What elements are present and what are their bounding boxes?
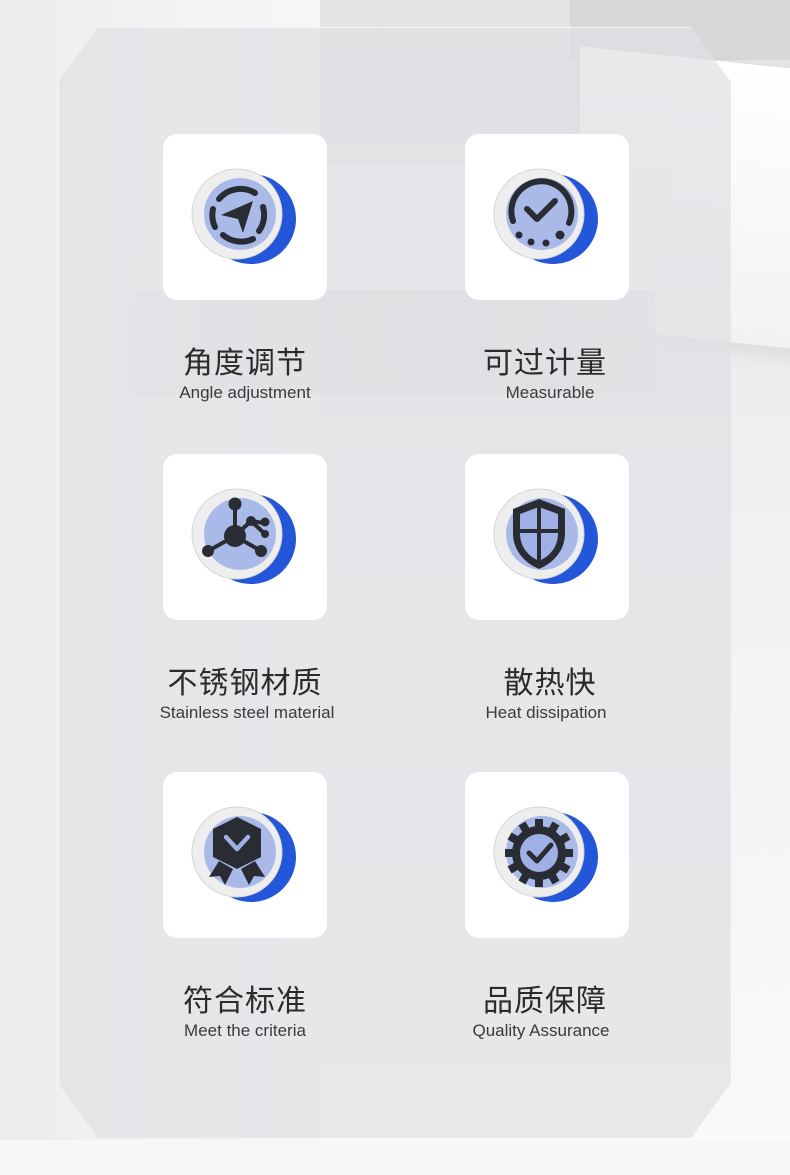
- gauge-check-icon: [493, 168, 599, 265]
- feature-card-meet-criteria: [163, 772, 327, 938]
- feature-card-quality-assurance: [465, 772, 629, 938]
- background-floor: [0, 1140, 790, 1175]
- feature-card-stainless-steel: [163, 454, 327, 620]
- feature-title-cn: 散热快: [503, 666, 597, 701]
- feature-title-en: Meet the criteria: [184, 1021, 306, 1040]
- feature-card-measurable: [465, 134, 629, 300]
- feature-title-cn: 品质保障: [483, 984, 607, 1019]
- feature-title-cn: 符合标准: [183, 984, 307, 1019]
- feature-title-en: Stainless steel material: [159, 703, 335, 722]
- navigation-compass-icon: [191, 168, 297, 265]
- feature-card-angle-adjustment: [163, 134, 327, 300]
- molecule-network-icon: [191, 488, 297, 585]
- feature-title-cn: 可过计量: [483, 346, 607, 381]
- feature-title-en: Heat dissipation: [485, 703, 607, 722]
- feature-title-en: Measurable: [505, 383, 595, 402]
- feature-title-cn: 角度调节: [183, 346, 307, 381]
- feature-title-cn: 不锈钢材质: [167, 666, 323, 701]
- award-badge-icon: [191, 806, 297, 903]
- feature-title-en: Angle adjustment: [179, 383, 311, 402]
- feature-panel: [58, 27, 731, 1138]
- feature-card-heat-dissipation: [465, 454, 629, 620]
- gear-check-icon: [493, 806, 599, 903]
- shield-icon: [493, 488, 599, 585]
- feature-title-en: Quality Assurance: [472, 1021, 610, 1040]
